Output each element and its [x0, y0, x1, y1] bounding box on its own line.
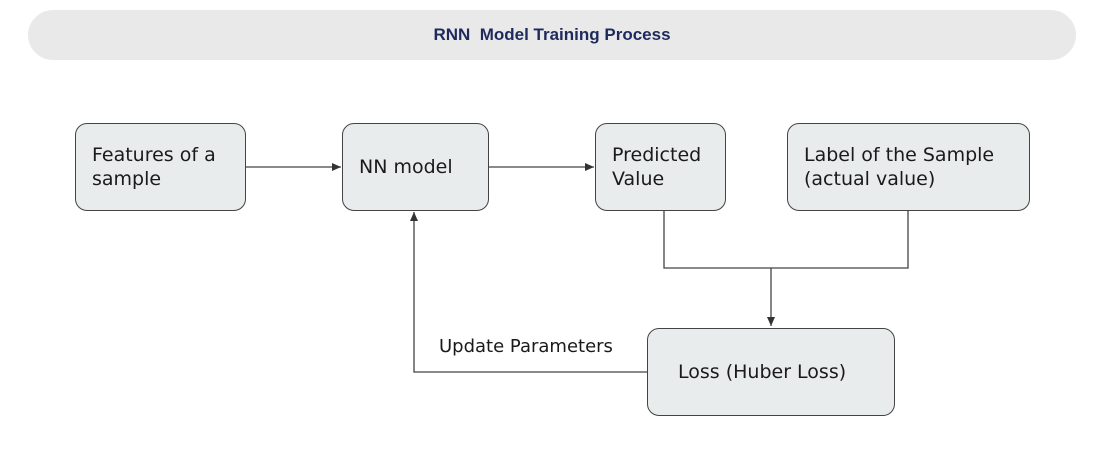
- node-features-label: Features of a sample: [92, 144, 216, 190]
- node-predicted-value-label: Predicted Value: [612, 144, 702, 190]
- node-predicted-value: Predicted Value: [595, 123, 726, 211]
- connector-predicted-label: [663, 210, 909, 269]
- node-label-label: Label of the Sample (actual value): [804, 144, 995, 190]
- node-loss: Loss (Huber Loss): [647, 328, 895, 416]
- page-title: RNN Model Training Process: [433, 25, 671, 44]
- arrow-loss-to-model: [410, 212, 647, 373]
- node-nn-model-label: NN model: [359, 156, 453, 178]
- node-nn-model: NN model: [342, 123, 489, 211]
- edge-label-update: Update Parameters: [439, 336, 613, 357]
- node-features: Features of a sample: [75, 123, 246, 211]
- node-loss-label: Loss (Huber Loss): [678, 361, 847, 383]
- title-bar: RNN Model Training Process: [28, 10, 1076, 60]
- node-label: Label of the Sample (actual value): [787, 123, 1030, 211]
